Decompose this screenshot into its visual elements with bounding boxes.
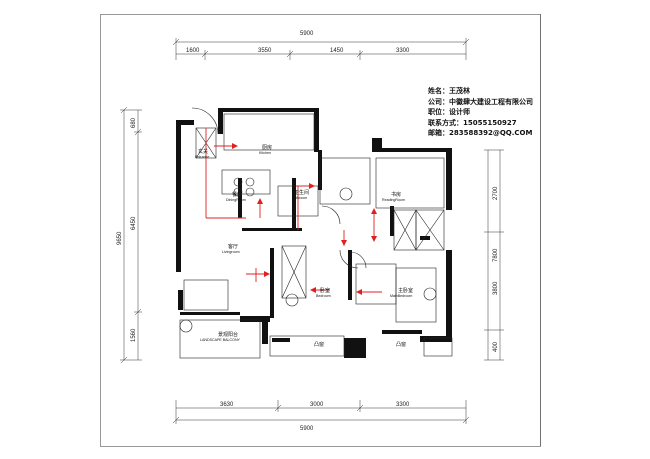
bottom-dimension-group (172, 400, 470, 424)
room-master-cn: 主卧室 (398, 287, 413, 294)
room-reading-cn: 书房 (391, 191, 401, 198)
room-entrance-en: Entrance (195, 155, 209, 159)
walls (176, 108, 452, 358)
dim-right-2: 7800 (493, 248, 499, 262)
room-dining-en: DiningRoom (226, 198, 246, 202)
designer-position: 职位：设计师 (428, 108, 470, 117)
room-reading-en: ReadingRoom (382, 198, 405, 202)
dim-top-total: 5900 (300, 31, 314, 37)
room-bay-right: 凸窗 (396, 341, 406, 348)
arrow-heads (232, 143, 377, 295)
dim-bottom-total: 5900 (300, 426, 314, 432)
top-dimension-group (172, 38, 470, 60)
designer-company: 公司：中徽肆大建设工程有限公司 (428, 97, 533, 106)
designer-email: 邮箱：283588392@QQ.COM (428, 129, 533, 138)
dim-left-total: 9650 (117, 231, 123, 245)
room-bedroom-en: Bedroom (316, 294, 331, 298)
right-dimension-group (484, 149, 504, 361)
room-bathroom-cn: 卫生间 (294, 189, 309, 196)
sheet-border (100, 14, 541, 447)
left-dimension-group (120, 106, 142, 364)
room-balcony-cn: 景观阳台 (218, 331, 238, 338)
room-bay-left: 凸窗 (314, 341, 324, 348)
room-master-en: MainBedroom (390, 294, 412, 298)
dim-right-3: 3800 (493, 281, 499, 295)
room-dining-cn: 餐厅 (232, 191, 242, 198)
room-bedroom-cn: 卧室 (320, 287, 330, 294)
room-living-en: Livingroom (222, 250, 240, 254)
room-entrance-cn: 玄关 (198, 148, 208, 155)
dim-left-1: 680 (131, 117, 137, 128)
circulation-arrows (205, 128, 382, 293)
room-living-cn: 客厅 (228, 243, 238, 250)
inner-lines (179, 107, 453, 359)
dim-left-3: 1560 (131, 328, 137, 342)
dim-top-2: 3550 (258, 48, 272, 54)
room-bathroom-en: bathroom (292, 196, 307, 200)
designer-info: 姓名：王茂林 公司：中徽肆大建设工程有限公司 职位：设计师 联系方式：15055… (428, 86, 628, 139)
room-balcony-en: LANDSCAPE BALCONY (200, 338, 241, 342)
dim-bottom-2: 3000 (310, 402, 324, 408)
dim-right-4: 400 (493, 341, 499, 352)
dim-left-2: 6450 (131, 216, 137, 230)
designer-phone: 联系方式：15055150927 (428, 118, 517, 127)
dim-right-1: 2700 (493, 186, 499, 200)
dim-top-4: 3300 (396, 48, 410, 54)
dim-top-1: 1600 (186, 48, 200, 54)
room-kitchen-cn: 厨房 (262, 144, 272, 151)
dim-top-3: 1450 (330, 48, 344, 54)
room-kitchen-en: Kitchen (259, 151, 271, 155)
dim-bottom-1: 3630 (220, 402, 234, 408)
designer-name: 姓名：王茂林 (428, 87, 470, 95)
dim-bottom-3: 3300 (396, 402, 410, 408)
